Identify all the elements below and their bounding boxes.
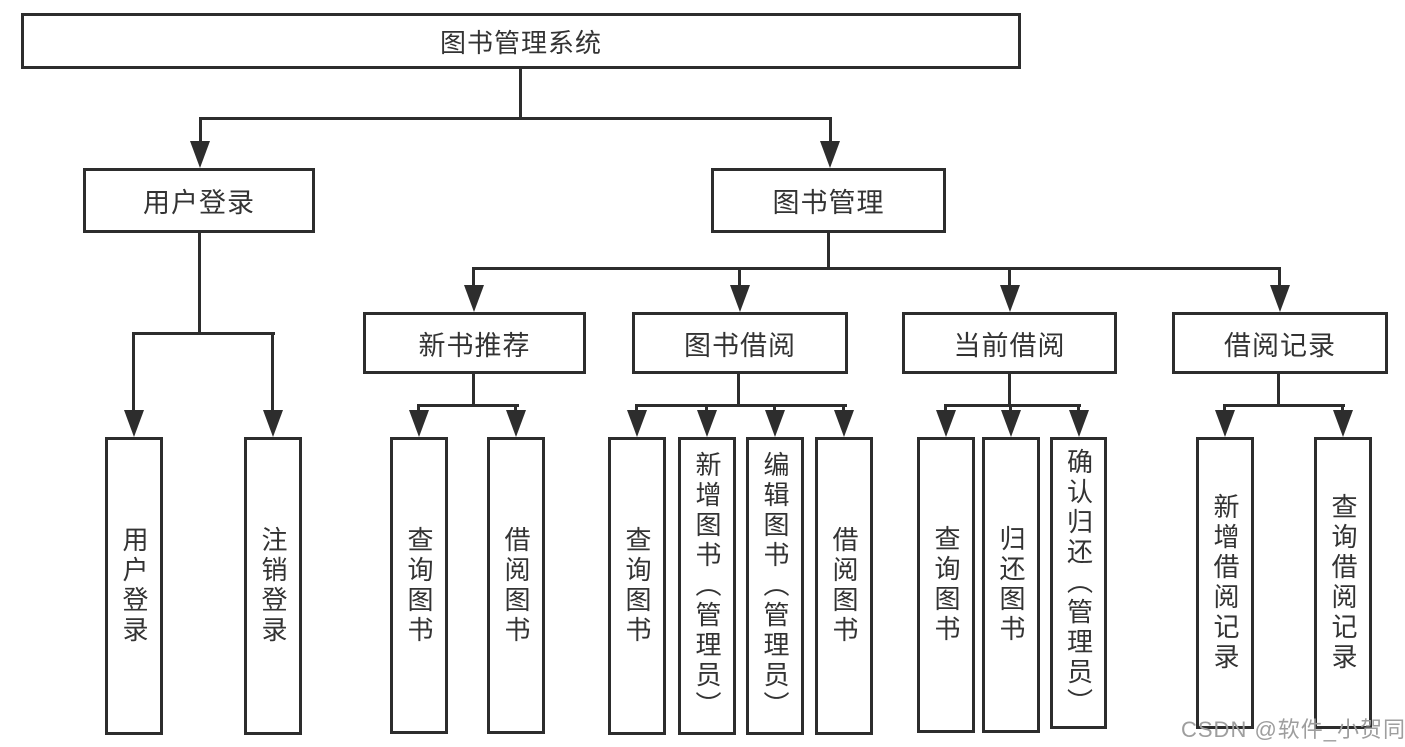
node-user-login-group: 用户登录 bbox=[83, 168, 315, 233]
connector-line bbox=[829, 117, 832, 144]
arrowhead-down-icon bbox=[506, 410, 526, 437]
arrowhead-down-icon bbox=[124, 410, 144, 437]
leaf-borrow-books: 借阅图书 bbox=[815, 437, 873, 735]
node-label: 新书推荐 bbox=[418, 330, 531, 361]
arrowhead-down-icon bbox=[936, 410, 956, 437]
node-label: 确认归还（管理员） bbox=[1063, 448, 1094, 718]
node-label: 查询图书 bbox=[931, 525, 961, 645]
node-book-management: 图书管理 bbox=[711, 168, 946, 233]
arrowhead-down-icon bbox=[464, 285, 484, 312]
connector-line bbox=[1341, 404, 1344, 414]
node-label: 新增图书（管理员） bbox=[692, 451, 722, 721]
connector-line bbox=[199, 117, 832, 120]
connector-line bbox=[1277, 374, 1280, 407]
arrowhead-down-icon bbox=[730, 285, 750, 312]
connector-line bbox=[417, 404, 420, 414]
arrowhead-down-icon bbox=[1215, 410, 1235, 437]
node-label: 图书管理系统 bbox=[439, 27, 602, 58]
node-label: 查询借阅记录 bbox=[1328, 493, 1358, 673]
arrowhead-down-icon bbox=[263, 410, 283, 437]
csdn-watermark: CSDN @软件_小贺同学 bbox=[1181, 717, 1405, 742]
leaf-query-books: 查询图书 bbox=[608, 437, 666, 735]
node-label: 新增借阅记录 bbox=[1210, 493, 1240, 673]
connector-line bbox=[773, 404, 776, 414]
connector-line bbox=[473, 267, 1281, 270]
node-label: 图书管理 bbox=[772, 188, 885, 218]
leaf-user-login: 用户登录 bbox=[105, 437, 163, 735]
node-label: 借阅图书 bbox=[829, 526, 859, 646]
connector-line bbox=[738, 267, 741, 287]
leaf-add-book-admin: 新增图书（管理员） bbox=[678, 437, 736, 735]
connector-line bbox=[472, 374, 475, 407]
node-label: 用户登录 bbox=[119, 526, 149, 646]
leaf-confirm-return-admin: 确认归还（管理员） bbox=[1050, 437, 1107, 729]
connector-line bbox=[198, 233, 201, 335]
connector-line bbox=[199, 117, 202, 144]
arrowhead-down-icon bbox=[190, 141, 210, 168]
node-label: 借阅图书 bbox=[501, 525, 531, 646]
node-label: 图书借阅 bbox=[684, 330, 796, 361]
leaf-query-borrow-record: 查询借阅记录 bbox=[1314, 437, 1372, 729]
connector-line bbox=[1008, 374, 1011, 407]
arrowhead-down-icon bbox=[1069, 410, 1089, 437]
node-label: 注销登录 bbox=[258, 526, 288, 646]
node-library-management-system: 图书管理系统 bbox=[21, 13, 1021, 69]
leaf-add-borrow-record: 新增借阅记录 bbox=[1196, 437, 1254, 729]
node-borrowing-records: 借阅记录 bbox=[1172, 312, 1388, 374]
leaf-edit-book-admin: 编辑图书（管理员） bbox=[746, 437, 804, 735]
connector-line bbox=[944, 404, 1081, 407]
leaf-query-books: 查询图书 bbox=[390, 437, 448, 734]
connector-line bbox=[705, 404, 708, 414]
connector-line bbox=[635, 404, 638, 414]
leaf-return-books: 归还图书 bbox=[982, 437, 1040, 733]
node-book-borrowing: 图书借阅 bbox=[632, 312, 848, 374]
node-label: 当前借阅 bbox=[953, 330, 1066, 361]
connector-line bbox=[271, 332, 274, 412]
arrowhead-down-icon bbox=[820, 141, 840, 168]
node-label: 借阅记录 bbox=[1224, 330, 1336, 361]
connector-line bbox=[827, 233, 830, 270]
connector-line bbox=[133, 332, 275, 335]
connector-line bbox=[944, 404, 947, 414]
leaf-query-books: 查询图书 bbox=[917, 437, 975, 733]
connector-line bbox=[1077, 404, 1080, 414]
arrowhead-down-icon bbox=[834, 410, 854, 437]
connector-line bbox=[514, 404, 517, 414]
node-label: 编辑图书（管理员） bbox=[760, 451, 790, 721]
arrowhead-down-icon bbox=[627, 410, 647, 437]
arrowhead-down-icon bbox=[409, 410, 429, 437]
connector-line bbox=[842, 404, 845, 414]
arrowhead-down-icon bbox=[1001, 410, 1021, 437]
connector-line bbox=[636, 404, 847, 407]
connector-line bbox=[418, 404, 519, 407]
connector-line bbox=[1009, 404, 1012, 414]
node-label: 归还图书 bbox=[996, 525, 1026, 645]
arrowhead-down-icon bbox=[1270, 285, 1290, 312]
node-current-borrowing: 当前借阅 bbox=[902, 312, 1117, 374]
arrowhead-down-icon bbox=[1000, 285, 1020, 312]
connector-line bbox=[472, 267, 475, 287]
connector-line bbox=[1278, 267, 1281, 287]
node-new-book-recommendation: 新书推荐 bbox=[363, 312, 586, 374]
connector-line bbox=[1224, 404, 1345, 407]
node-label: 查询图书 bbox=[622, 526, 652, 646]
arrowhead-down-icon bbox=[1333, 410, 1353, 437]
connector-line bbox=[1008, 267, 1011, 287]
leaf-borrow-books: 借阅图书 bbox=[487, 437, 545, 734]
arrowhead-down-icon bbox=[765, 410, 785, 437]
leaf-logout: 注销登录 bbox=[244, 437, 302, 735]
connector-line bbox=[1223, 404, 1226, 414]
connector-line bbox=[737, 374, 740, 407]
node-label: 用户登录 bbox=[143, 188, 255, 218]
arrowhead-down-icon bbox=[697, 410, 717, 437]
node-label: 查询图书 bbox=[404, 525, 434, 646]
connector-line bbox=[519, 69, 522, 119]
connector-line bbox=[132, 332, 135, 412]
